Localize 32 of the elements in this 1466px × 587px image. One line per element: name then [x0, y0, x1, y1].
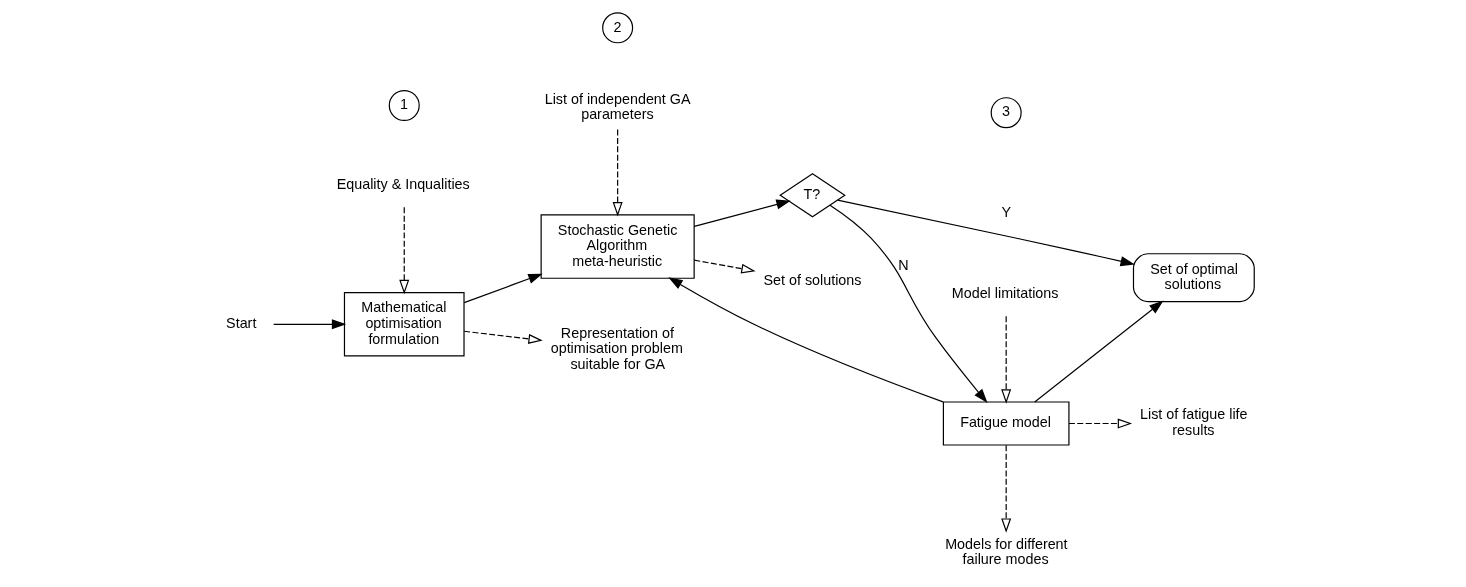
- node-text: Equality & Inqualities: [336, 176, 470, 193]
- node-box: Mathematical optimisation formulation: [343, 292, 465, 357]
- node-text: Set of solutions: [763, 271, 862, 288]
- node-circle: 3: [990, 97, 1022, 129]
- arrow: [837, 199, 1135, 267]
- arrow: [463, 273, 543, 304]
- edge-label: N: [898, 257, 909, 274]
- node-box: Fatigue model: [942, 401, 1070, 446]
- arrow: [463, 330, 543, 344]
- node-circle: 2: [602, 12, 634, 44]
- arrow: [1068, 418, 1133, 429]
- node-diamond: T?: [779, 172, 846, 218]
- arrow: [1034, 300, 1164, 403]
- node-text: Representation of optimisation problem suitable for GA: [550, 324, 683, 372]
- node-text: List of independent GA parameters: [544, 90, 691, 123]
- node-text: Models for different failure modes: [945, 535, 1068, 568]
- node-text: Start: [226, 314, 257, 331]
- arrow: [693, 259, 756, 274]
- node-box: Set of optimal solutions: [1132, 253, 1255, 303]
- arrow: [829, 204, 988, 404]
- node-text: List of fatigue life results: [1140, 406, 1248, 438]
- arrow: [1001, 444, 1012, 533]
- arrow: [1001, 315, 1012, 404]
- arrow: [273, 319, 347, 330]
- arrow: [612, 129, 623, 217]
- edge-label: Y: [1001, 204, 1011, 221]
- arrow: [668, 277, 944, 403]
- node-box: Stochastic Genetic Algorithm meta-heuristic: [540, 214, 695, 279]
- node-circle: 1: [388, 89, 420, 122]
- arrow: [399, 206, 410, 295]
- node-text: Model limitations: [951, 285, 1059, 302]
- arrow: [693, 199, 791, 227]
